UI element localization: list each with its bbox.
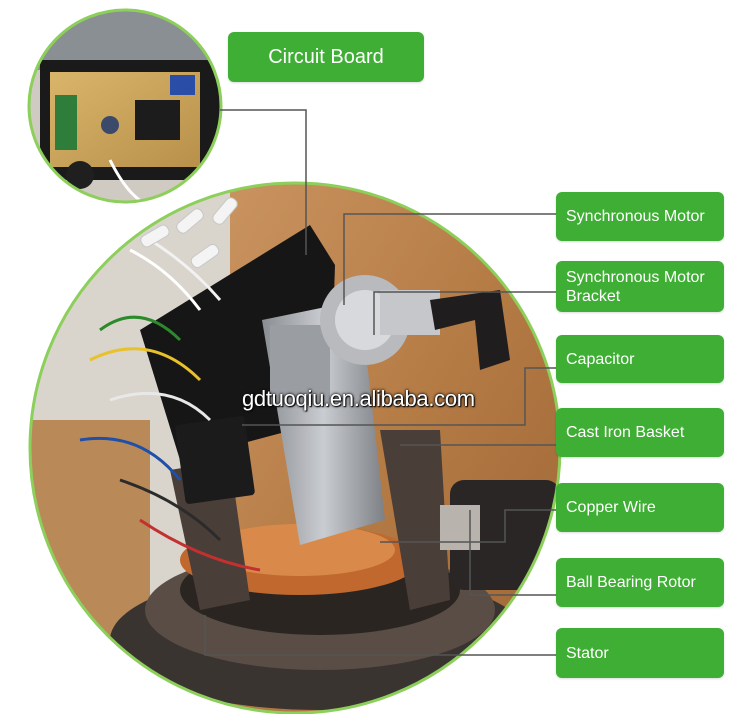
label-capacitor: Capacitor xyxy=(556,335,724,383)
label-synchronous-motor-text: Synchronous Motor xyxy=(566,208,705,225)
label-cast-iron-basket-text: Cast Iron Basket xyxy=(566,424,685,441)
label-cast-iron-basket: Cast Iron Basket xyxy=(556,408,724,457)
leader-copper-wire xyxy=(380,509,556,543)
label-stator-text: Stator xyxy=(566,644,609,662)
leader-ball-bearing-rotor xyxy=(469,510,556,596)
label-synchronous-motor-bracket: Synchronous Motor Bracket xyxy=(556,261,724,312)
leader-lines xyxy=(204,109,556,656)
label-bracket-line2: Bracket xyxy=(566,287,621,305)
leader-bracket xyxy=(373,291,556,335)
label-circuit-board-text: Circuit Board xyxy=(268,45,384,68)
leader-stator xyxy=(204,615,556,656)
circuit-board-photo xyxy=(29,10,221,202)
label-capacitor-text: Capacitor xyxy=(566,350,635,368)
label-stator: Stator xyxy=(556,628,724,678)
motor-assembly-photo xyxy=(30,183,560,713)
leader-synchronous-motor xyxy=(343,213,556,305)
label-circuit-board: Circuit Board xyxy=(228,32,424,82)
circuit-circle-border xyxy=(27,8,223,204)
watermark-text: gdtuoqiu.en.alibaba.com xyxy=(242,386,475,411)
label-copper-wire-text: Copper Wire xyxy=(566,499,656,516)
label-bracket-line1: Synchronous Motor xyxy=(566,268,705,286)
leader-capacitor xyxy=(242,367,556,426)
leader-circuit-board xyxy=(220,109,307,255)
label-synchronous-motor: Synchronous Motor xyxy=(556,192,724,241)
label-copper-wire: Copper Wire xyxy=(556,483,724,532)
label-ball-bearing-rotor-text: Ball Bearing Rotor xyxy=(566,574,696,591)
label-ball-bearing-rotor: Ball Bearing Rotor xyxy=(556,558,724,607)
